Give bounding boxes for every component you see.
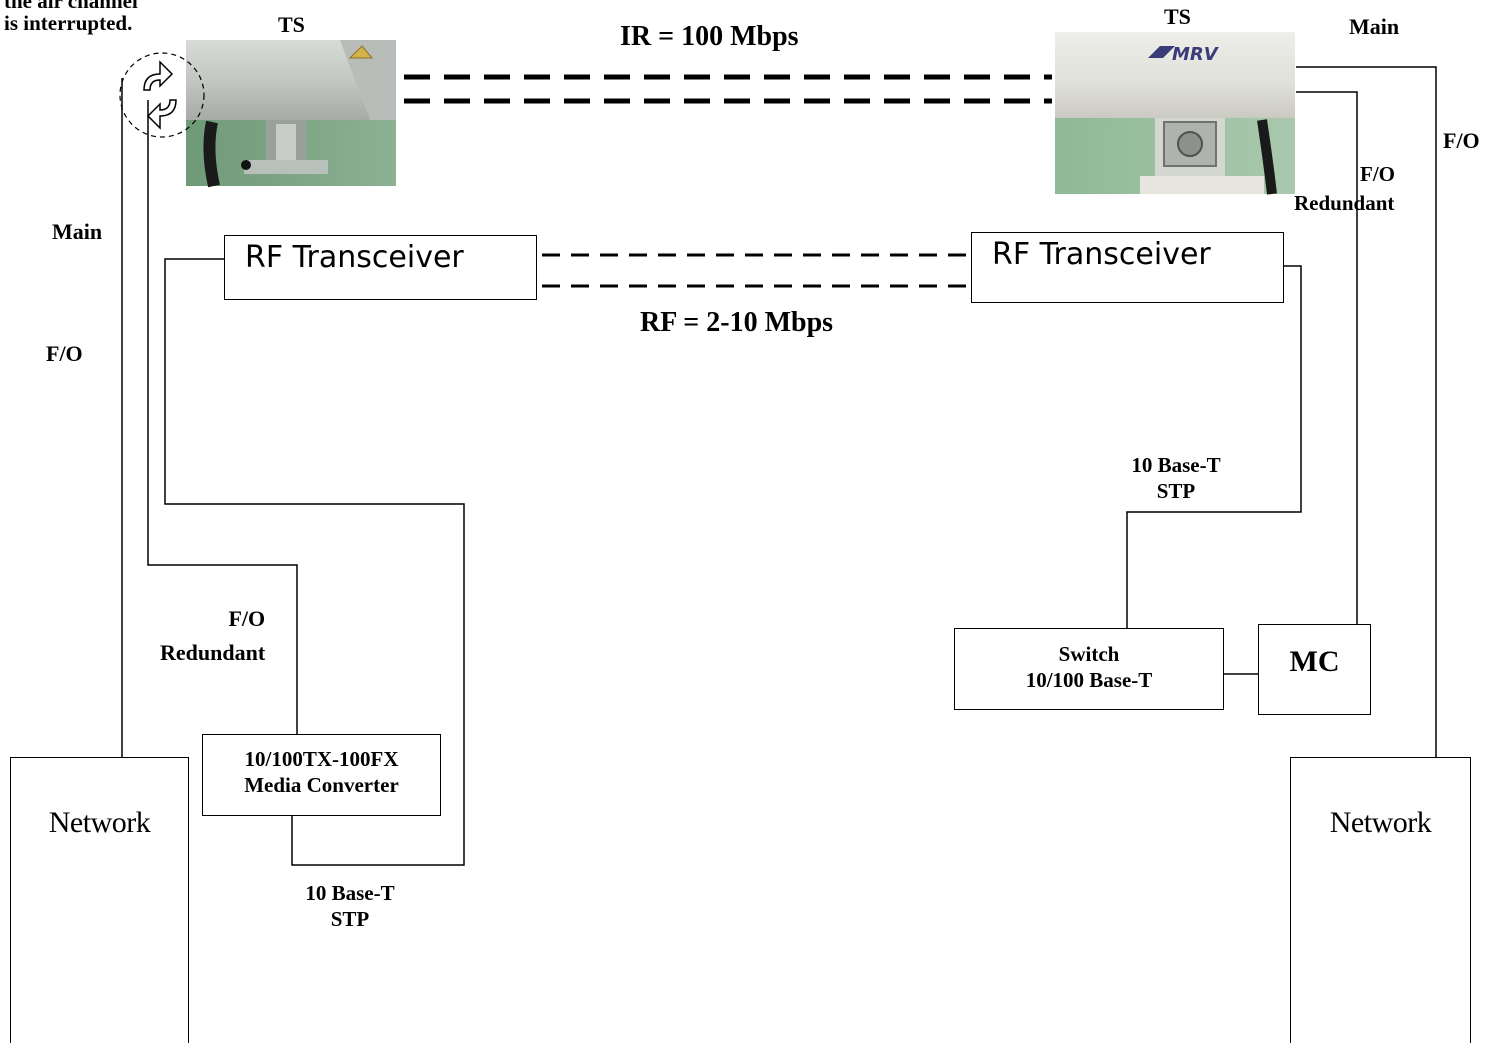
- media-converter-line-2: Media Converter: [244, 773, 399, 798]
- ir-link-label: IR = 100 Mbps: [620, 21, 799, 52]
- right-rf-transceiver-label: RF Transceiver: [992, 237, 1211, 272]
- switchover-circle: [119, 52, 205, 138]
- mc-label: MC: [1289, 645, 1340, 678]
- left-cable-line-2: STP: [330, 907, 370, 931]
- mc-box: MC: [1258, 624, 1371, 715]
- note-line-1: the air channel: [4, 0, 138, 13]
- left-wiring: [121, 78, 465, 866]
- left-fo-label: F/O: [46, 341, 83, 366]
- left-fo-redundant-label: F/O Redundant: [160, 602, 265, 670]
- mrv-logo: MRV: [1172, 44, 1220, 65]
- switch-line-2: 10/100 Base-T: [1025, 668, 1153, 693]
- right-cable-line-1: 10 Base-T: [1131, 453, 1221, 477]
- rf-link-lines: [542, 253, 970, 288]
- right-fo-redundant-label: F/O Redundant: [1294, 160, 1395, 218]
- left-fo-redundant-line-2: Redundant: [160, 640, 266, 665]
- note-line-2: is interrupted.: [4, 11, 133, 35]
- rf-link-label: RF = 2-10 Mbps: [640, 307, 834, 338]
- right-cable-label: 10 Base-T STP: [1112, 452, 1240, 504]
- left-network-box: Network: [10, 757, 189, 1043]
- right-network-label: Network: [1329, 806, 1432, 839]
- right-wiring: [1126, 66, 1437, 757]
- right-fo-label: F/O: [1443, 128, 1480, 153]
- left-rf-transceiver-label: RF Transceiver: [245, 240, 464, 275]
- left-ts-label: TS: [278, 12, 305, 37]
- left-ts-photo: [186, 40, 396, 188]
- left-network-label: Network: [48, 806, 151, 839]
- switch-line-1: Switch: [1058, 642, 1120, 666]
- right-rf-transceiver-box: RF Transceiver: [971, 232, 1284, 303]
- right-main-label: Main: [1349, 14, 1400, 39]
- left-fo-redundant-line-1: F/O: [228, 606, 266, 631]
- right-ts-label: TS: [1164, 4, 1191, 29]
- right-network-box: Network: [1290, 757, 1471, 1043]
- right-fo-redundant-line-2: Redundant: [1294, 191, 1395, 215]
- media-converter-line-1: 10/100TX-100FX: [244, 747, 399, 771]
- switchover-arrows-icon: [143, 60, 177, 130]
- ir-link-lines: [404, 74, 1052, 104]
- left-cable-label: 10 Base-T STP: [288, 880, 412, 932]
- left-rf-transceiver-box: RF Transceiver: [224, 235, 537, 300]
- right-ts-photo: MRV: [1055, 32, 1295, 195]
- right-fo-redundant-line-1: F/O: [1360, 162, 1395, 186]
- right-cable-line-2: STP: [1156, 479, 1196, 503]
- left-main-label: Main: [52, 219, 103, 244]
- media-converter-box: 10/100TX-100FX Media Converter: [202, 734, 441, 816]
- left-cable-line-1: 10 Base-T: [305, 881, 395, 905]
- note-text: the air channel is interrupted.: [4, 0, 138, 34]
- switch-box: Switch 10/100 Base-T: [954, 628, 1224, 710]
